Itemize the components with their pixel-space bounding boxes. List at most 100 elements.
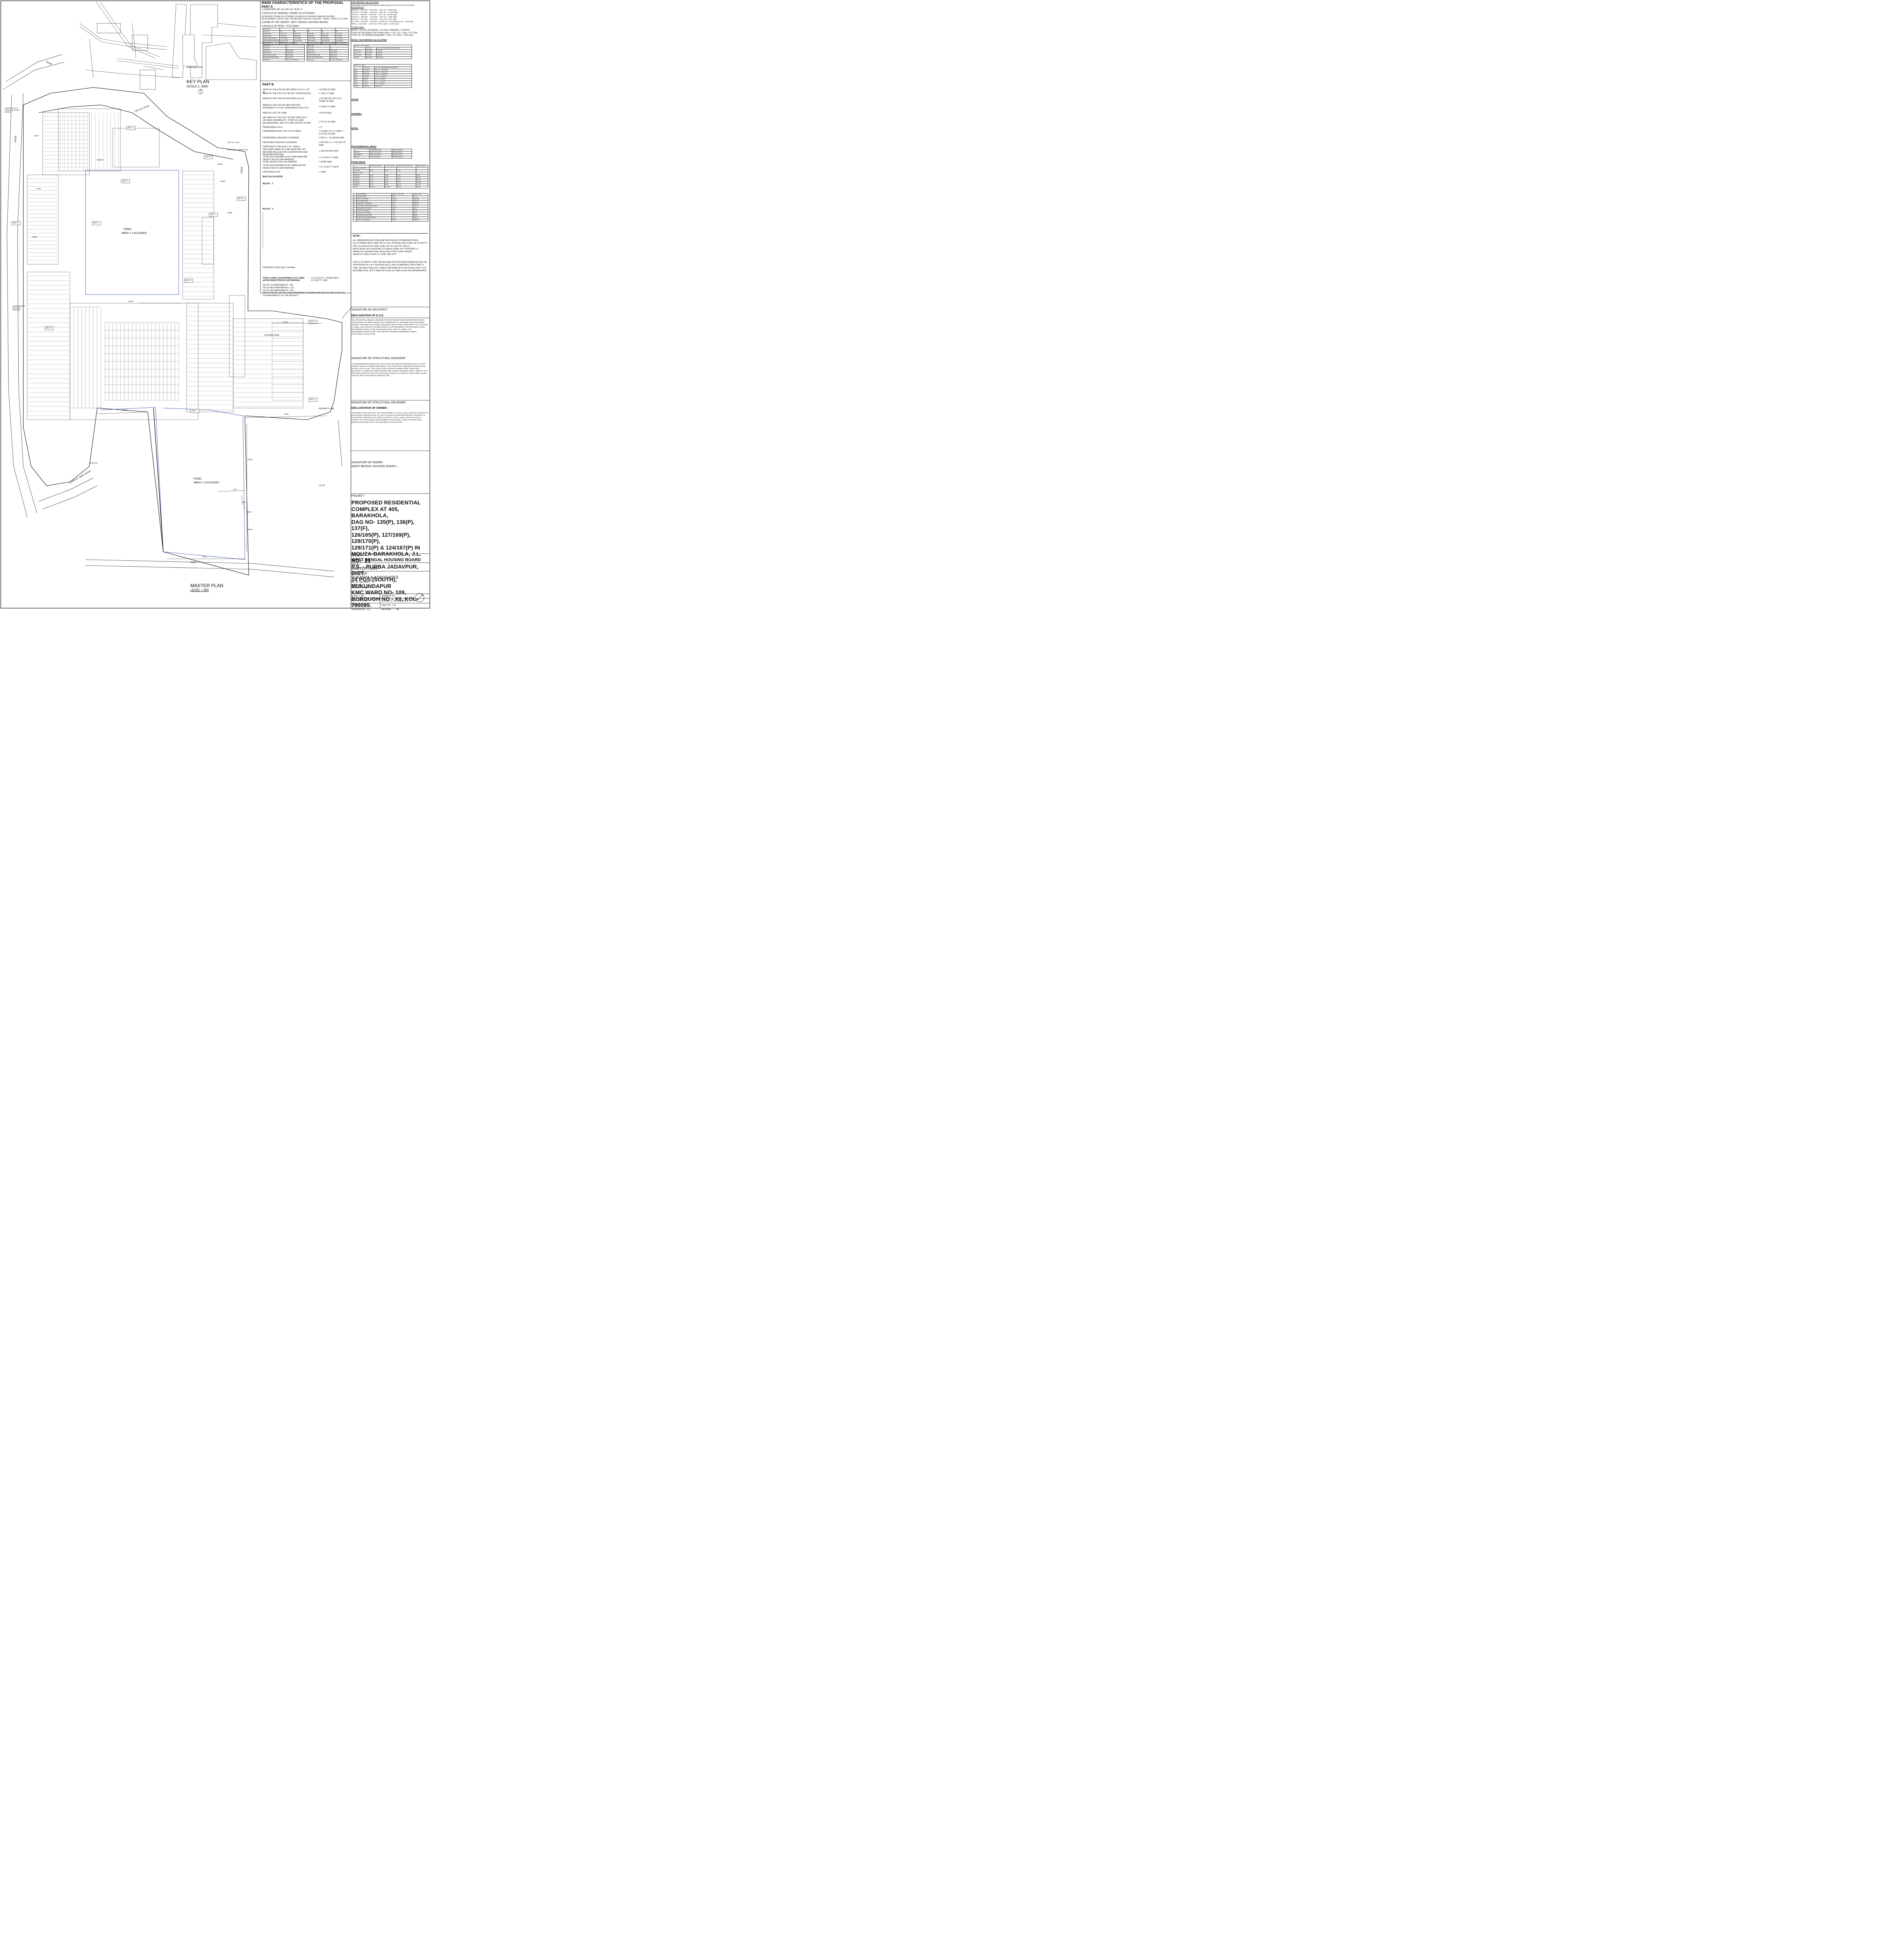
free-gift-details: 6.DETAILS OF FREE GIFT (CORNER SPLAY) [306, 42, 346, 44]
title-deed-heading: 4.DETAILS OF REGD. TITLE DEED [262, 25, 299, 28]
address-line: KOLKATA- 700 064 [351, 586, 368, 589]
project-line: MOUZA-BARAKHOLA, J.L. NO.- 21 [351, 551, 422, 563]
sec-4-label: SEC 4 [122, 180, 128, 182]
power-of-attorney-text: NOTARIZED POWER OF ATTORNEY-IN FAVOUR OF… [262, 15, 348, 21]
detail-parking-title: DETAIL CAR PARKING CALCULATION [351, 39, 387, 42]
sec-6b-label: SEC 6 [13, 222, 18, 224]
notes-list: ALL DIMENSIONS ARE IN MILLIMETRES UNLESS… [353, 239, 429, 256]
part-b-value: = 34.579% i.e., = 26,233.178 SQM. [319, 141, 346, 147]
part-b-label: PROPOSED F.A.R [263, 171, 281, 173]
note-line: BRICK WORK 200 TH MORTAR 1:6 & BRICK WOR… [353, 248, 418, 250]
approved-by: APPROVED BY : S.D. [351, 609, 371, 611]
apartment-count-lig: NO OF LIG APARTMENTS : 422 [263, 284, 293, 286]
part-b-label: PERMISSIBLE F.A.R [263, 126, 283, 129]
master-plan-level: LEVEL + 600 [190, 588, 209, 592]
office-section: OFFICE ASSEMBLY RETAIL [351, 99, 428, 130]
title-block-lines [351, 307, 430, 608]
project-line: P.S. - PURBA JADAVPUR, DIST.- [351, 563, 419, 576]
apartment-count-hig: NO OF HIG APARTMENTS : 539 [263, 289, 294, 292]
master-plan-title: MASTER PLAN [190, 583, 223, 588]
project-line: BOROUGH NO - XII, KOL- 700099. [351, 595, 418, 609]
revision-value: R6 [396, 609, 399, 611]
project-line: KMC WARD NO- 109, [351, 589, 406, 596]
architect-address: CD- 247, SECTOR- I, SALTLAKE, KOLKATA- 7… [351, 581, 428, 589]
project-description: PROPOSED RESIDENTIAL COMPLEX AT 405, BAR… [351, 499, 428, 609]
parking-row: TOTAL = 1314 NOS. = 1751 NOS. TOTAL 1691… [351, 23, 399, 25]
part-b-label: AREA OF THE SITE AS PER EXISTING BOUNDAR… [263, 104, 309, 109]
structural-engineer-signature: SIGNATURE OF STRUCTURAL ENGINEER [351, 357, 406, 360]
note-line: ALL DIMENSIONS ARE IN MILLIMETRES UNLESS… [353, 239, 419, 242]
car-parking-section: CAR PARKING CALCULATION REQUIRED PARKING… [351, 2, 428, 25]
pond-1-label: POND [124, 228, 132, 231]
part-b-value: = (81,682.48-1,821.70) = 79,860.78 SQM. [319, 98, 342, 103]
connected-manhole-label: CONNECTED TO MUNICIPAL MANHOLE [12, 305, 26, 311]
garbage-compactor-label: GARBAGE COMPACTOR [227, 149, 248, 151]
address-line: CD- 247, SECTOR- I, [351, 581, 370, 584]
title-label: TITLE : [351, 563, 360, 566]
scale-value: SCALE :1: 500 [351, 595, 365, 597]
part-b-value: = 92.68 SQM. [319, 112, 332, 114]
part-b-value: = 81,682.48 SQM. [319, 89, 336, 91]
sec-8-label: SEC 8 [310, 321, 315, 323]
road-label-bottom: ROAD [190, 562, 196, 564]
project-line: PROPOSED RESIDENTIAL [351, 499, 421, 506]
part-b-value: = 54785 SQM. [319, 161, 332, 163]
ese-declaration-text: THE STRUCTURAL DESIGN & DRAWING OF BOTH … [351, 319, 428, 335]
dim-label: 85208 [248, 459, 253, 460]
proposed-site-label: PROPOSED SITE [187, 66, 203, 69]
proposed-total-title: PROPOSED TOTAL BUILT UP AREA [263, 267, 295, 269]
other-uses-title: OTHER USES [351, 26, 364, 29]
lot-b-label: LOT B [319, 485, 325, 487]
other-uses-row: RETAIL = 56 NOS. BUSINESS = 137 NOS. ASS… [351, 29, 410, 31]
road-label-left: ROAD [14, 136, 16, 143]
key-plan-title: KEY PLAN [187, 79, 209, 84]
part-b-value: = 3,00,925.649 SQM. [319, 150, 339, 152]
project-line: COMPLEX AT 405, BARAKHOLA, [351, 506, 399, 519]
sec-5-label: SEC 5 [192, 410, 197, 412]
parking-grid [70, 307, 304, 408]
dim-label: 55054 [248, 528, 253, 530]
project-line: 24 PGS.(SOUTH), MUKUNDAPUR [351, 576, 397, 589]
property-line-label: PROPERTY LINE [319, 408, 334, 410]
pond-1-outline [85, 170, 179, 295]
parking-row: LIG / MIG = 105 NOS. = 123 NOS. LIG/ MIG… [351, 21, 414, 23]
project-line: 129/171(P) & 124/167(P) IN [351, 544, 420, 551]
residential-label: RESIDENTIAL [351, 6, 364, 9]
owner-signature-name: (WEST BENGAL HOUSING BOARD ) [351, 465, 398, 468]
pond-2-label: POND [194, 478, 202, 480]
part-b-label: TOTAL DEDUCTION FOR PARKING [263, 161, 297, 163]
drawing-title: MASTER PLAN [351, 567, 378, 571]
dim-label: 8710 [233, 488, 237, 490]
sec-7-label: SEC 7 [210, 213, 216, 215]
apartment-note: THE TOTAL NO. OF LIG & MIG APARTMENT IS … [263, 292, 346, 297]
architect-label: ARCHITECT : [351, 572, 368, 575]
part-b-value: = 75,771.05 SQM. [319, 121, 336, 123]
block-2-parking-table: BLOCK 2 ( HIG ) FLAT NO.NO. OF CARPARKIN… [354, 64, 412, 88]
part-b-label: PROPOSED TOTAL BUILT UP - AREA ( INCLUDI… [263, 146, 308, 156]
dim-label: 13930 [246, 511, 251, 513]
architect-firm: SUKANYA & ASSOCIATES [351, 576, 399, 580]
part-b-label: AREA OF GIFT OF LAND [263, 112, 287, 114]
other-uses-row: TOTAL NO. OF PARKING REQUIRED = 1314 + 3… [351, 34, 414, 37]
sec-6-label: SEC 6 [93, 222, 99, 224]
car-parking-rows: BLOCK A = 321 NOS. = 368 NOS. = 368 x 25… [351, 9, 428, 25]
dim-label: 76231 [202, 556, 207, 558]
other-uses-section: OTHER USES RETAIL = 56 NOS. BUSINESS = 1… [351, 26, 428, 37]
block-1-parking-table: BLOCK 1 ( LIG & MIG ) FLAT NO.NO. OF CAR… [354, 45, 412, 59]
power-of-attorney-label: 2.DETAILS OF GENERAL POWER OF ATTORNEY: [262, 12, 316, 15]
total-final-value: = (2,72,103.777 - 54785) SQM. = 2,17,318… [311, 277, 340, 282]
parking-row: BLOCK E = 227 NOS. = 125 NOS. = 125 x 35… [351, 18, 397, 21]
bua-calculation-title: BUA CALCULATION [263, 176, 283, 178]
hatching [28, 113, 302, 416]
note-line: GRADE OF STEEL FE 500 I.S. CODE 1786-197… [353, 253, 397, 256]
retail-title: RETAIL [351, 127, 358, 130]
other-uses-row: TOTAL NO REQUIRED FOR OTHER USES = ( 56 … [351, 31, 418, 34]
tower-c-label: TOWER C [96, 159, 105, 161]
road-label-right: ROAD [240, 167, 243, 174]
date-value: DATE : 10.04.2014 [351, 600, 368, 602]
project-line: 126/165(P), 127/169(P), 128/170(P), [351, 531, 411, 544]
boundary-declaration: 5.BOUNDARY DECLARATION TO K.M.C. [262, 42, 298, 44]
office-title: OFFICE [351, 99, 359, 101]
owner-label: OWNER : [351, 555, 363, 557]
connected-water-label: CONNECTED TO MUNICIPAL WATER SUPPLY [5, 107, 20, 113]
